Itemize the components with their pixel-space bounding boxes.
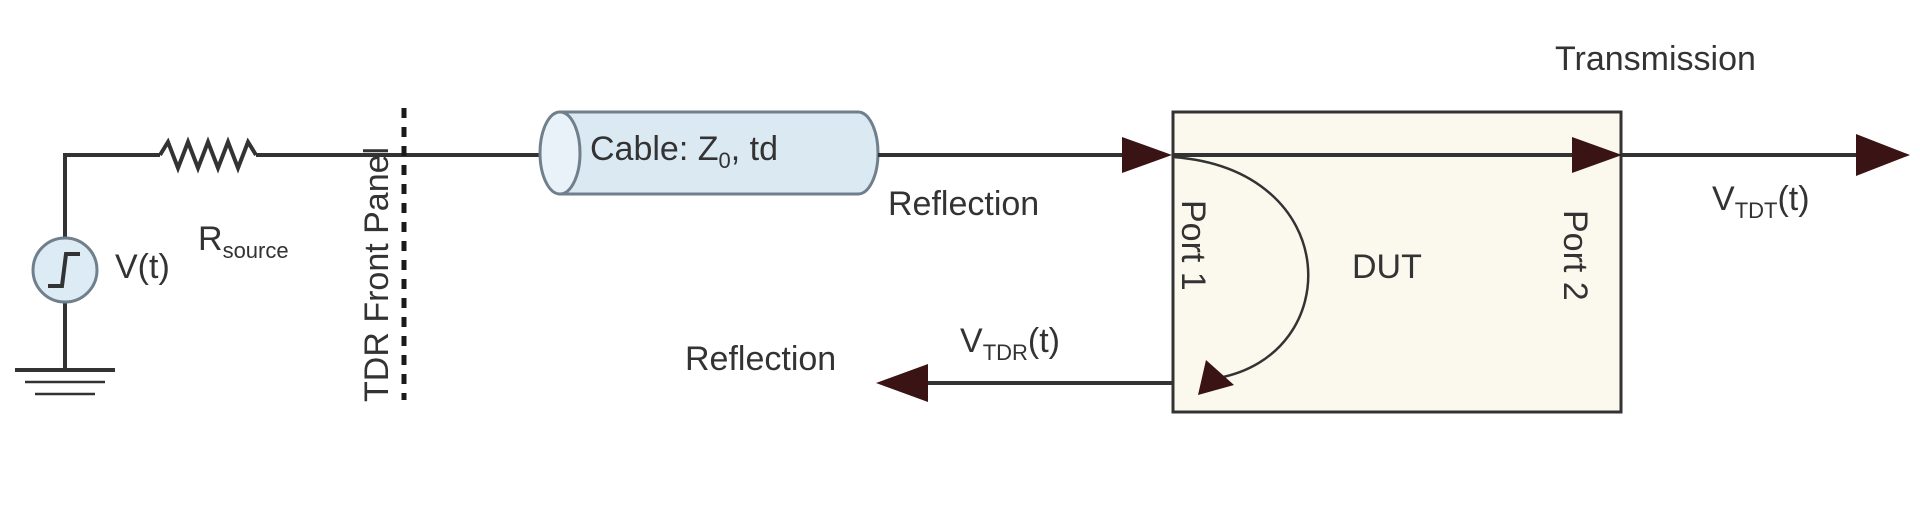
step-icon (48, 252, 80, 288)
port2-arrow (1572, 137, 1622, 173)
cable (538, 110, 880, 196)
transmission-label: Transmission (1555, 40, 1756, 78)
reflection-curve-arrow (1198, 360, 1234, 395)
port2-label: Port 2 (1556, 210, 1594, 301)
front-panel-label: TDR Front Panel (358, 147, 396, 402)
reflection-return-arrow (876, 364, 928, 402)
incident-arrow (1122, 137, 1172, 173)
vtdt-label: VTDT(t) (1712, 180, 1810, 223)
vtdr-label: VTDR(t) (960, 322, 1060, 365)
dut-box (1171, 110, 1623, 414)
cable-label: Cable: Z0, td (590, 130, 778, 173)
reflection-top-label: Reflection (888, 185, 1039, 223)
voltage-source (31, 153, 160, 370)
transmission-arrow (1856, 134, 1910, 176)
port1-label: Port 1 (1174, 200, 1212, 291)
dut-label: DUT (1352, 248, 1422, 286)
resistor-label: Rsource (198, 220, 289, 263)
reflection-curve (1172, 155, 1310, 380)
reflection-bottom-label: Reflection (685, 340, 836, 378)
resistor-symbol (158, 136, 258, 174)
ground-symbol (15, 368, 115, 396)
source-voltage-label: V(t) (115, 248, 170, 286)
